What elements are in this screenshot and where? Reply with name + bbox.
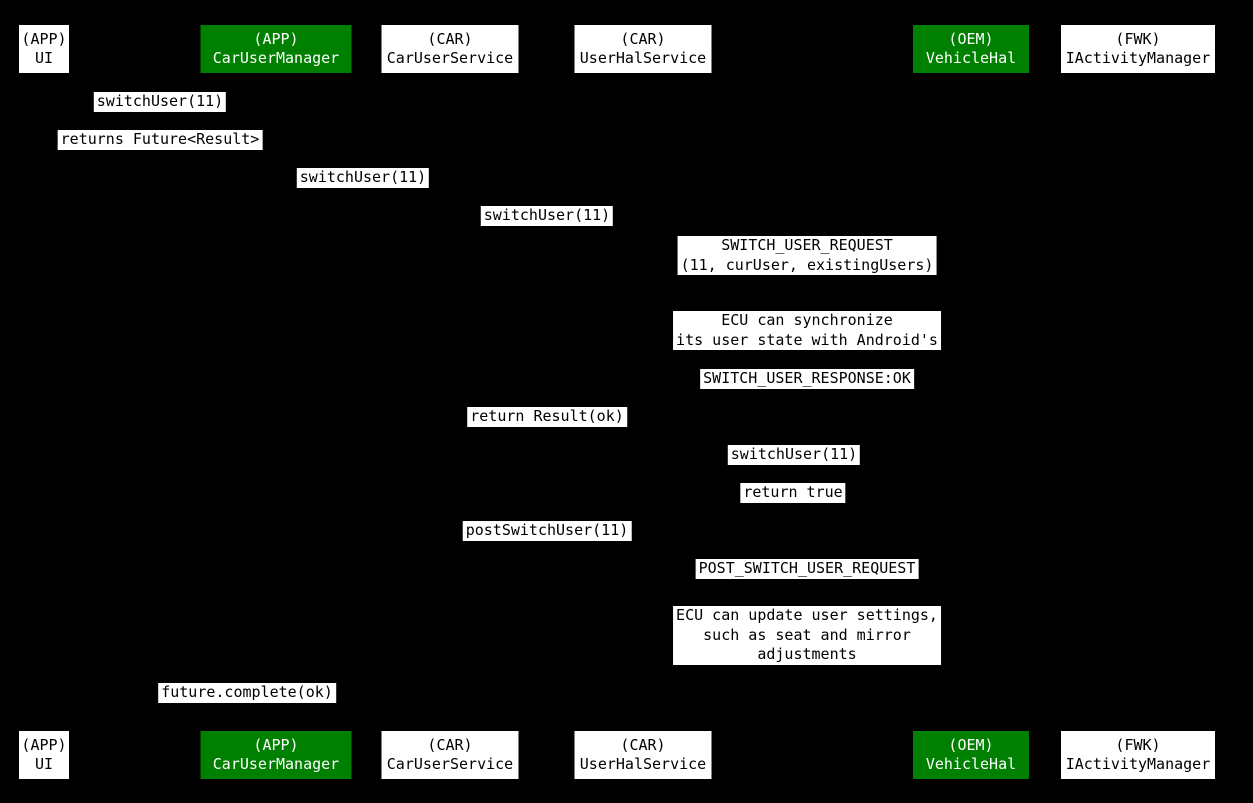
- participant-iactivitymanager-top: (FWK) IActivityManager: [1061, 25, 1215, 73]
- participant-caruserservice-top: (CAR) CarUserService: [381, 25, 519, 73]
- message-return-result-ok: return Result(ok): [467, 407, 627, 427]
- message-switch-user-response-ok: SWITCH_USER_RESPONSE:OK: [700, 369, 914, 389]
- message-switchuser-cus-to-am: switchUser(11): [727, 445, 861, 465]
- message-switchuser-ui-to-cum: switchUser(11): [93, 92, 227, 112]
- participant-carusermanager-bottom: (APP) CarUserManager: [200, 731, 352, 779]
- participant-ui-bottom: (APP) UI: [19, 731, 69, 779]
- participant-userhalservice-bottom: (CAR) UserHalService: [574, 731, 712, 779]
- message-postswitchuser: postSwitchUser(11): [462, 521, 632, 541]
- note-ecu-synchronize: ECU can synchronize its user state with …: [673, 311, 941, 350]
- participant-userhalservice-top: (CAR) UserHalService: [574, 25, 712, 73]
- participant-vehiclehal-top: (OEM) VehicleHal: [913, 25, 1029, 73]
- participant-vehiclehal-bottom: (OEM) VehicleHal: [913, 731, 1029, 779]
- participant-carusermanager-top: (APP) CarUserManager: [200, 25, 352, 73]
- note-ecu-update-settings: ECU can update user settings, such as se…: [673, 606, 941, 665]
- message-switch-user-request: SWITCH_USER_REQUEST (11, curUser, existi…: [677, 236, 937, 275]
- message-return-true: return true: [740, 483, 846, 503]
- participant-iactivitymanager-bottom: (FWK) IActivityManager: [1061, 731, 1215, 779]
- message-post-switch-user-request: POST_SWITCH_USER_REQUEST: [695, 559, 919, 579]
- participant-ui-top: (APP) UI: [19, 25, 69, 73]
- message-switchuser-cus-to-uhs: switchUser(11): [480, 206, 614, 226]
- message-future-complete-ok: future.complete(ok): [158, 683, 336, 703]
- participant-caruserservice-bottom: (CAR) CarUserService: [381, 731, 519, 779]
- message-switchuser-cum-to-cus: switchUser(11): [296, 168, 430, 188]
- message-returns-future-result: returns Future<Result>: [57, 130, 263, 150]
